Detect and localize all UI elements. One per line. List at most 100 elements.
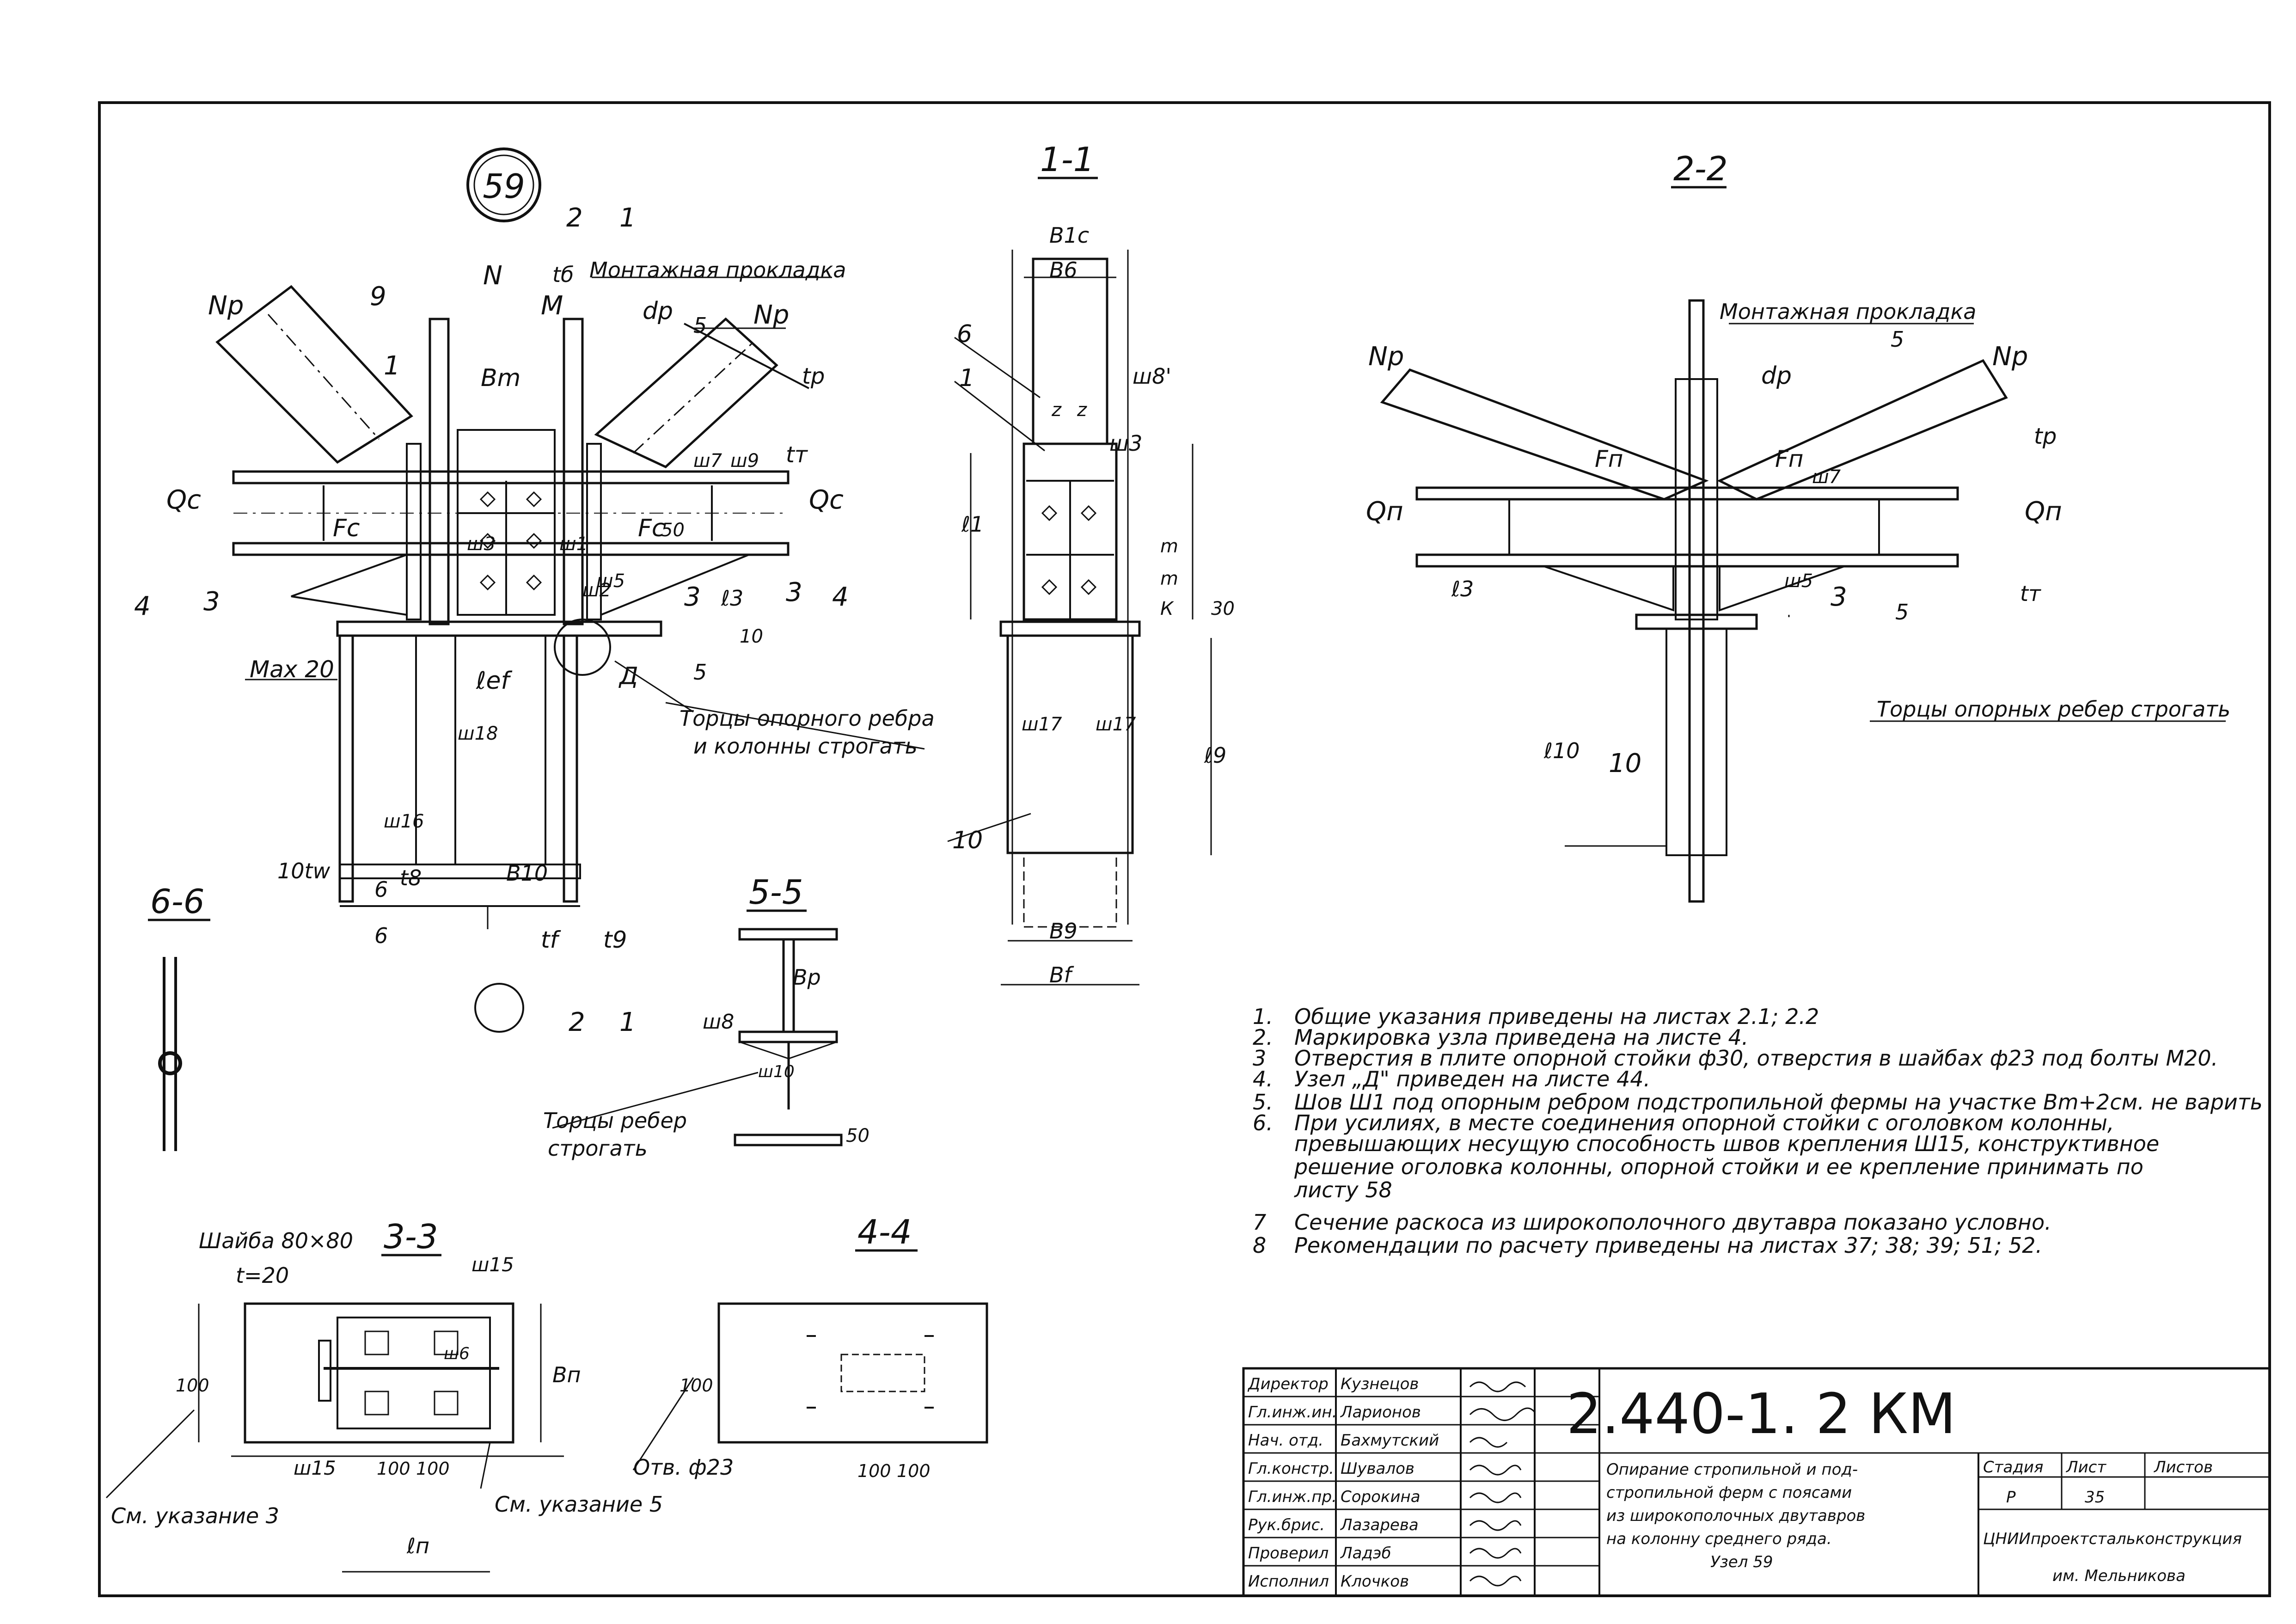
ends-rib-short-1: Торцы ребер [543,1108,687,1133]
section-1-1-title: 1-1 [1040,140,1095,179]
l1-label: ℓ1 [961,512,984,537]
staff-role-2: Нач. отд. [1248,1431,1323,1450]
axial-force-label: N [483,261,502,291]
b10-label: В10 [506,861,548,886]
note-5: Шов Ш1 под опорным ребром подстропильной… [1294,1090,2263,1115]
l3-label: ℓ3 [721,586,743,611]
weld-w16: ш16 [384,811,424,832]
note-3: Отверстия в плите опорной стойки ф30, от… [1294,1046,2218,1071]
dp-label-2: dр [1761,362,1792,390]
column-flange-left [338,634,354,903]
section-5-5: 5-5 Вр ш8 50 Торцы ребер строгать [543,873,869,1161]
note-6-num: 6. [1253,1110,1273,1135]
org-name-2: им. Мельникова [2052,1567,2186,1585]
column-cap-plate [336,620,662,637]
tb-label: tб [552,262,574,287]
cut-5-bottom: 5 [693,660,707,685]
bp-label: Вр [793,965,821,990]
l9-label: ℓ9 [1204,743,1226,768]
tt-label-2: tт [2020,581,2041,606]
l10-label: ℓ10 [1543,738,1580,763]
dp-label: dр [643,297,673,325]
desc-line-4: на колонну среднего ряда. [1606,1530,1832,1548]
note-7-num: 7 [1253,1210,1266,1235]
np-left-2: Np [1368,342,1404,372]
note-6d: листу 58 [1294,1177,1392,1202]
m-dim-1: m [1160,536,1178,557]
mark-1: 1 [384,351,400,381]
section-3-3: 3-3 Шайба 80×80 t=20 ш15 ш15 Вп 100 100 … [105,1217,663,1573]
staff-role-3: Гл.констр. [1248,1459,1334,1478]
node-number: 59 [483,167,525,206]
bm-label: Вm [481,364,520,392]
tf-label: tf [541,926,561,953]
weld-w17-right: ш17 [1096,714,1136,735]
staff-role-4: Гл.инж.пр. [1248,1488,1337,1506]
ends-rib-col2-label: и колонны строгать [693,734,918,759]
t9-label: t9 [603,926,627,953]
note-7: Сечение раскоса из широкополочного двута… [1294,1210,2051,1235]
b9-label: В9 [1049,919,1078,944]
dim-100-d: 100 [857,1461,891,1481]
cut-5-top-2: 5 [1891,327,1904,352]
weld-w9: ш9 [730,450,759,472]
note-3-num: 3 [1253,1046,1266,1071]
weld-w17-left: ш17 [1022,714,1062,735]
force-qc-left: Qc [166,485,201,515]
dim-50: 50 [661,520,685,541]
reference-circle [474,983,524,1033]
section-2-2: 2-2 Монтажная прокладка Np Np dр tр Fп F… [1366,149,2230,903]
note-1: Общие указания приведены на листах 2.1; … [1294,1004,1819,1029]
qn-right: Qп [2025,496,2062,527]
weld-w5-2: ш5 [1784,570,1813,592]
mark-3: 3 [684,582,701,612]
weld-w7: ш7 [693,450,722,472]
note-6c: решение оголовка колонны, опорной стойки… [1294,1154,2143,1179]
m-dim-2: m [1160,568,1178,589]
svg-text:1.: 1. [1253,1004,1273,1029]
chord-top-flange [232,470,790,484]
washer-label: Шайба 80×80 [199,1228,353,1253]
diagonal-left [215,285,413,464]
cut-3-right: 3 [786,577,802,607]
ends-ribs-label: Торцы опорных ребер строгать [1877,697,2230,722]
staff-name-3: Шувалов [1341,1459,1414,1478]
section-2-2-title: 2-2 [1673,149,1728,188]
desc-line-2: стропильной ферм с поясами [1606,1483,1852,1502]
staff-name-7: Клочков [1341,1572,1409,1591]
bn-label: Вп [552,1362,581,1387]
note-4: Узел „Д" приведен на листе 44. [1294,1066,1650,1091]
note-4-num: 4. [1253,1066,1273,1091]
staff-role-7: Исполнил [1248,1572,1329,1591]
section-4-4-title: 4-4 [857,1213,912,1251]
hole-label: Отв. ф23 [633,1455,734,1480]
mark-3-2: 3 [1831,582,1847,612]
fn-right: Fп [1775,446,1803,472]
doc-code: 2.440-1. 2 КМ [1567,1382,1956,1446]
sheet-label: Лист [2065,1458,2106,1477]
staff-name-0: Кузнецов [1341,1375,1419,1393]
weld-w2: ш2 [582,580,611,601]
note-6b: превышающих несущую способность швов кре… [1294,1131,2159,1156]
base-plate-4-4 [717,1302,988,1444]
weld-w10: ш10 [758,1062,795,1081]
max20-label: Max 20 [250,656,334,683]
cut-1-top: 1 [619,203,636,233]
tw-label: 10tw [277,858,331,883]
cut-3-left: 3 [203,587,220,617]
section-4-4: 4-4 Отв. ф23 100 100 100 [632,1213,988,1481]
ln-label: ℓп [406,1533,429,1558]
note-1-num: 1. [1253,1004,1273,1029]
support-stand-web [429,318,450,625]
weld-w3-section: ш3 [1109,431,1142,456]
note-6a: При усилиях, в месте соединения опорной … [1294,1110,2114,1135]
weld-labels: ш7 ш9 ш5 ш1 ш2 ш3 ш16 ш18 ш17 ш17 ш7 ш5 … [384,450,1841,1363]
section-6-6-title: 6-6 [150,882,205,921]
section-1-1: 1-1 В1с В6 z z 6 1 ш8' ш3 ℓ1 m m [947,140,1235,987]
weld-w18: ш18 [458,723,498,744]
desc-line-1: Опирание стропильной и под- [1606,1460,1858,1479]
weld-w3: ш3 [467,533,496,555]
cut-6-bottom: 6 [374,923,388,948]
weld-w1: ш1 [559,533,588,555]
